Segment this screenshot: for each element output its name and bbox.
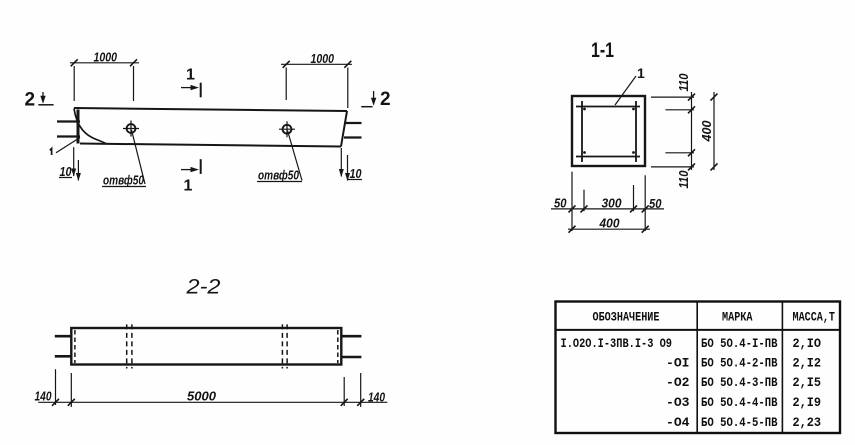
svg-text:отвф50: отвф50 [103,173,145,188]
svg-text:1: 1 [637,65,645,81]
svg-text:-ОI: -ОI [666,356,690,371]
svg-text:1: 1 [184,178,193,195]
svg-text:2: 2 [380,89,391,110]
svg-text:50: 50 [649,196,662,211]
svg-text:МАРКА: МАРКА [722,310,753,325]
svg-text:БО 5О.4-5-ПВ: БО 5О.4-5-ПВ [701,415,778,430]
svg-text:-О4: -О4 [666,415,690,430]
svg-text:1000: 1000 [94,50,118,65]
svg-text:1000: 1000 [311,51,335,66]
svg-text:2,I9: 2,I9 [793,395,822,410]
svg-text:БО 5О.4-2-ПВ: БО 5О.4-2-ПВ [701,356,778,371]
svg-text:1-1: 1-1 [591,39,614,62]
svg-text:400: 400 [699,120,714,143]
svg-text:2,I5: 2,I5 [793,375,822,390]
svg-text:2,I2: 2,I2 [793,356,822,371]
svg-text:110: 110 [676,73,691,92]
svg-text:110: 110 [676,170,691,189]
svg-text:БО 5О.4-4-ПВ: БО 5О.4-4-ПВ [701,395,778,410]
svg-text:БО 5О.4-I-ПВ: БО 5О.4-I-ПВ [701,336,778,351]
svg-text:140: 140 [368,390,386,405]
svg-text:2: 2 [25,90,36,111]
svg-text:2-2: 2-2 [185,276,220,299]
svg-text:I.О2О.I-3ПВ.I-3 О9: I.О2О.I-3ПВ.I-3 О9 [561,336,673,351]
svg-text:отвф50: отвф50 [258,168,300,183]
svg-text:50: 50 [554,196,567,211]
svg-text:ОБОЗНАЧЕНИЕ: ОБОЗНАЧЕНИЕ [593,310,660,325]
svg-text:10: 10 [350,166,363,181]
svg-text:-О3: -О3 [666,395,690,410]
svg-text:2,23: 2,23 [793,415,822,430]
svg-text:МАССА,Т: МАССА,Т [793,310,836,325]
svg-text:400: 400 [599,216,621,231]
svg-text:1: 1 [186,67,195,84]
svg-text:300: 300 [602,196,623,211]
svg-text:-О2: -О2 [666,375,690,390]
svg-text:5000: 5000 [187,389,217,404]
svg-text:10: 10 [60,164,73,179]
svg-text:140: 140 [35,389,53,404]
svg-text:2,IО: 2,IО [793,336,822,351]
svg-text:БО 5О.4-3-ПВ: БО 5О.4-3-ПВ [701,375,778,390]
